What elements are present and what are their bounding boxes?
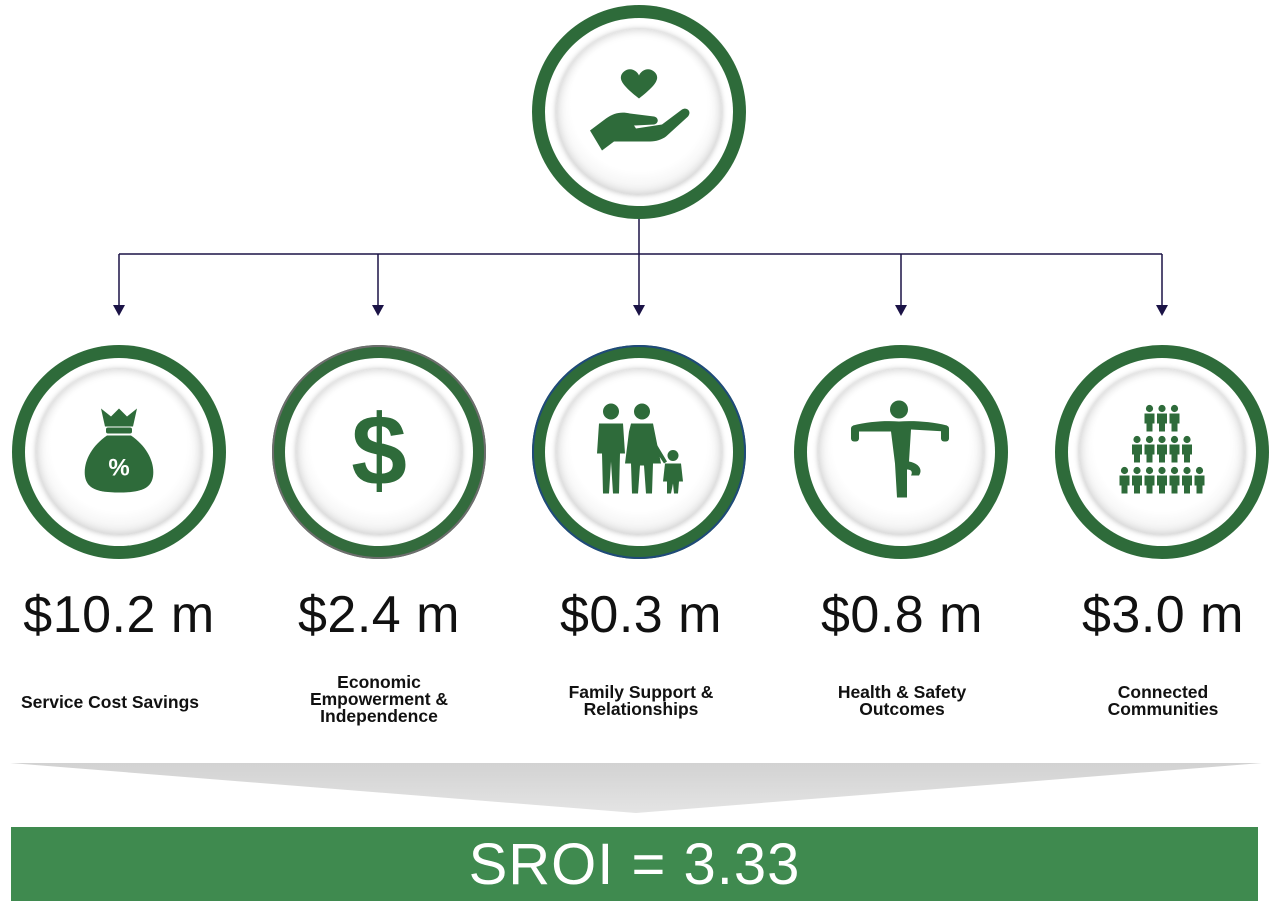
economic-ring: $ xyxy=(272,345,486,559)
dollar-icon: $ xyxy=(339,395,419,507)
community-pyramid-icon xyxy=(1114,402,1210,503)
amount-family: $0.3 m xyxy=(560,586,722,644)
sroi-result-text: SROI = 3.33 xyxy=(468,831,801,897)
label-economic: Economic Empowerment & Independence xyxy=(309,672,449,726)
connector-lines xyxy=(113,219,1168,316)
svg-text:%: % xyxy=(108,455,129,482)
hand-heart-icon xyxy=(584,65,694,160)
top-ring xyxy=(532,5,746,219)
label-health: Health & Safety Outcomes xyxy=(837,682,967,719)
svg-text:$: $ xyxy=(351,400,407,500)
service-cost-ring: % xyxy=(12,345,226,559)
sroi-result-bar: SROI = 3.33 xyxy=(11,827,1258,901)
amount-health: $0.8 m xyxy=(821,586,983,644)
community-ring xyxy=(1055,345,1269,559)
label-communities: Connected Communities xyxy=(1107,682,1219,719)
label-family: Family Support & Relationships xyxy=(568,682,714,719)
yoga-person-icon xyxy=(851,400,951,505)
amount-economic: $2.4 m xyxy=(298,586,460,644)
label-service-cost: Service Cost Savings xyxy=(21,692,199,712)
money-bag-percent-icon: % xyxy=(79,405,159,500)
family-icon xyxy=(589,402,689,503)
health-ring xyxy=(794,345,1008,559)
amount-service-cost: $10.2 m xyxy=(23,586,215,644)
amount-communities: $3.0 m xyxy=(1082,586,1244,644)
summary-chevron xyxy=(10,763,1262,813)
family-ring xyxy=(532,345,746,559)
